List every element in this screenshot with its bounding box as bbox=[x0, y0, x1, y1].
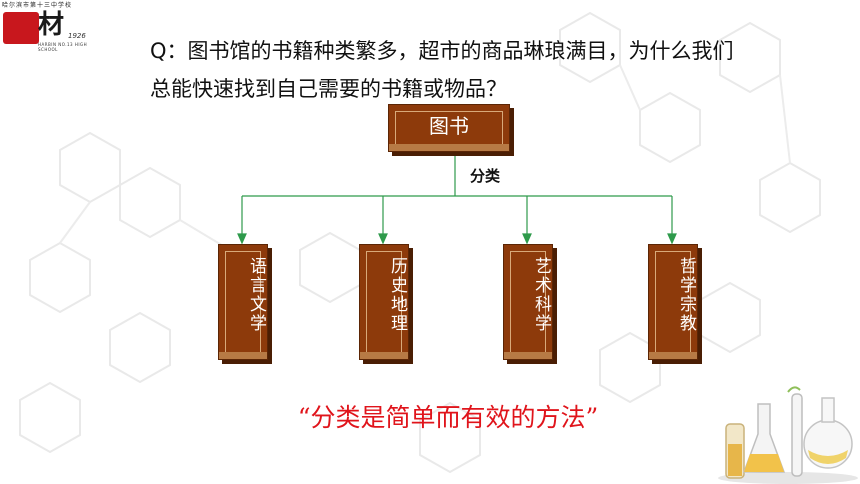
logo-subtitle: HARBIN NO.13 HIGH SCHOOL bbox=[38, 42, 88, 52]
category-label: 哲学宗教 bbox=[676, 257, 696, 333]
category-label: 艺术科学 bbox=[531, 257, 551, 333]
classification-quote: “分类是简单而有效的方法” bbox=[297, 403, 599, 432]
school-logo: 哈尔滨市第十三中学校 材 1926 HARBIN NO.13 HIGH SCHO… bbox=[0, 0, 96, 52]
classify-label: 分类 bbox=[470, 167, 501, 185]
root-book-label: 图书 bbox=[429, 114, 469, 138]
category-label: 语言文学 bbox=[246, 257, 266, 333]
category-book-philosophy-religion: 哲学宗教 bbox=[648, 244, 698, 360]
logo-character: 材 bbox=[38, 10, 65, 40]
logo-school-name: 哈尔滨市第十三中学校 bbox=[2, 2, 73, 9]
category-label: 历史地理 bbox=[387, 257, 407, 333]
category-book-art-science: 艺术科学 bbox=[503, 244, 553, 360]
root-book-node: 图书 bbox=[388, 104, 510, 152]
category-book-language-literature: 语言文学 bbox=[218, 244, 268, 360]
question-line-1: Q：图书馆的书籍种类繁多，超市的商品琳琅满目，为什么我们 bbox=[150, 39, 734, 63]
question-line-2: 总能快速找到自己需要的书籍或物品？ bbox=[150, 77, 507, 101]
category-book-history-geography: 历史地理 bbox=[359, 244, 409, 360]
logo-red-seal bbox=[3, 12, 39, 44]
lab-glassware-illustration bbox=[718, 386, 858, 484]
logo-year: 1926 bbox=[68, 32, 86, 40]
question-text: Q：图书馆的书籍种类繁多，超市的商品琳琅满目，为什么我们 总能快速找到自己需要的… bbox=[150, 32, 790, 108]
